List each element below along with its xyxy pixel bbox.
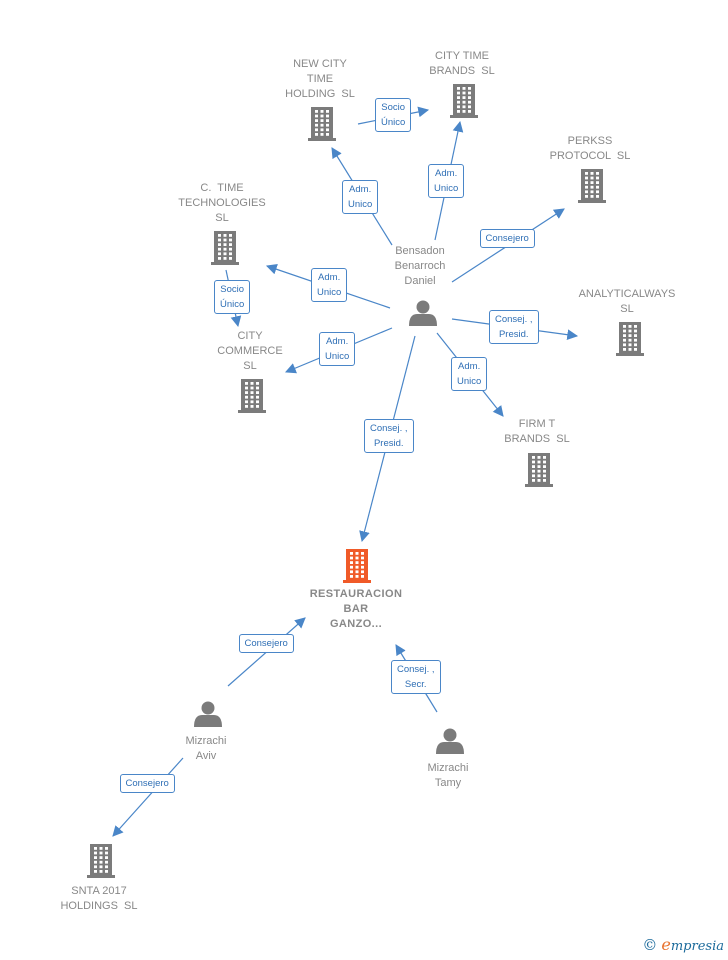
edge-label-e8[interactable]: Consej. , Presid. — [489, 310, 539, 344]
edge-label-line: Adm. — [349, 184, 372, 195]
node-label-analyticalways[interactable]: ANALYTICALWAYS SL — [562, 287, 692, 317]
node-label-perkss[interactable]: PERKSS PROTOCOL SL — [525, 134, 655, 164]
edge-label-line: Unico — [325, 351, 350, 362]
edge-label-line: Consej. , — [370, 423, 408, 434]
company-icon[interactable] — [616, 322, 644, 356]
edge-label-line: Consejero — [485, 232, 529, 244]
edge-label-e12[interactable]: Consej. , Secr. — [391, 660, 441, 694]
node-label-line: Tamy — [434, 777, 462, 789]
company-icon[interactable] — [238, 379, 266, 413]
brand-initial: e — [661, 935, 671, 954]
edge-label-e11[interactable]: Consejero — [238, 633, 294, 653]
node-label-line: HOLDING SL — [285, 88, 355, 100]
edge-label-e9[interactable]: Adm. Unico — [451, 357, 488, 391]
edge-label-line: Único — [220, 299, 245, 310]
edge-label-line: Consejero — [244, 637, 288, 649]
node-label-line: SL — [620, 303, 634, 315]
person-icon[interactable] — [409, 300, 437, 327]
node-label-line: PERKSS — [567, 135, 613, 147]
icons-layer — [87, 84, 644, 878]
node-label-line: Aviv — [195, 750, 217, 762]
edge-label-line: Adm. — [318, 272, 341, 283]
focus-company-icon[interactable] — [343, 549, 371, 583]
edge-label-line: Socio — [220, 284, 245, 295]
node-label-c_time_tech[interactable]: C. TIME TECHNOLOGIES SL — [157, 181, 287, 226]
node-label-line: FIRM T — [518, 418, 556, 430]
edge-label-e13[interactable]: Consejero — [119, 773, 175, 793]
node-label-line: Mizrachi — [427, 762, 469, 774]
company-icon[interactable] — [525, 453, 553, 487]
edge-label-line: Presid. — [498, 329, 529, 340]
company-icon[interactable] — [87, 844, 115, 878]
edge-label-line: Consej. , — [397, 664, 435, 675]
node-label-line: Benarroch — [394, 260, 446, 272]
node-label-line: GANZO... — [329, 618, 383, 630]
edge-label-line: Socio — [381, 102, 406, 113]
edge-label-line: Unico — [457, 376, 482, 387]
node-label-line: ANALYTICALWAYS — [578, 288, 676, 300]
node-label-line: SL — [243, 360, 257, 372]
company-icon[interactable] — [211, 231, 239, 265]
node-label-line: COMMERCE — [217, 345, 283, 357]
person-icon[interactable] — [436, 728, 464, 755]
node-label-line: CITY TIME — [435, 50, 489, 62]
person-icon[interactable] — [194, 701, 222, 728]
brand-name: mpresia — [670, 939, 724, 954]
copyright-symbol: © — [642, 936, 658, 954]
edge-label-line: Consej. , — [495, 314, 533, 325]
edge-label-line: Adm. — [326, 336, 349, 347]
node-label-line: BRANDS SL — [429, 65, 495, 77]
node-label-line: C. TIME — [200, 182, 244, 194]
edge-label-line: Consejero — [125, 777, 169, 789]
node-label-line: BRANDS SL — [504, 433, 570, 445]
company-icon[interactable] — [308, 107, 336, 141]
node-label-line: CITY — [237, 330, 263, 342]
company-icon[interactable] — [450, 84, 478, 118]
edge-label-line: Adm. — [435, 168, 458, 179]
edge-label-e2[interactable]: Adm. Unico — [342, 180, 379, 214]
node-label-line: PROTOCOL SL — [549, 150, 631, 162]
company-icon[interactable] — [578, 169, 606, 203]
node-label-line: Bensadon — [395, 245, 445, 257]
node-label-line: RESTAURACION — [309, 588, 403, 600]
node-label-line: Mizrachi — [185, 735, 227, 747]
node-label-line: HOLDINGS SL — [60, 900, 138, 912]
node-label-line: BAR — [343, 603, 369, 615]
node-label-line: SNTA 2017 — [71, 885, 127, 897]
edge-label-e7[interactable]: Adm. Unico — [319, 332, 356, 366]
node-label-firm_t[interactable]: FIRM T BRANDS SL — [472, 417, 602, 447]
node-label-line: TIME — [306, 73, 334, 85]
node-label-city_commerce[interactable]: CITY COMMERCE SL — [185, 329, 315, 374]
node-label-line: TECHNOLOGIES — [178, 197, 266, 209]
empresia-logo[interactable]: ©empresia — [642, 935, 724, 954]
edge-label-line: Adm. — [458, 361, 481, 372]
edge-mizrachi_aviv-to-snta — [112, 757, 184, 837]
node-label-line: Daniel — [404, 275, 436, 287]
edge-label-line: Unico — [434, 183, 459, 194]
edge-label-line: Secr. — [404, 679, 427, 690]
edge-label-e4[interactable]: Consejero — [479, 228, 535, 248]
node-label-line: SL — [215, 212, 229, 224]
edge-label-line: Presid. — [373, 438, 404, 449]
node-label-restauracion[interactable]: RESTAURACION BAR GANZO... — [291, 587, 421, 632]
node-label-new_city_time[interactable]: NEW CITY TIME HOLDING SL — [255, 57, 385, 102]
edge-label-e5[interactable]: Adm. Unico — [311, 268, 348, 302]
node-label-line: NEW CITY — [293, 58, 347, 70]
node-label-city_time_brands[interactable]: CITY TIME BRANDS SL — [397, 49, 527, 79]
edge-label-line: Unico — [348, 199, 373, 210]
edge-label-e3[interactable]: Adm. Unico — [428, 164, 465, 198]
edge-label-line: Único — [381, 117, 406, 128]
edge-label-line: Unico — [317, 287, 342, 298]
edge-label-e10[interactable]: Consej. , Presid. — [364, 419, 414, 453]
